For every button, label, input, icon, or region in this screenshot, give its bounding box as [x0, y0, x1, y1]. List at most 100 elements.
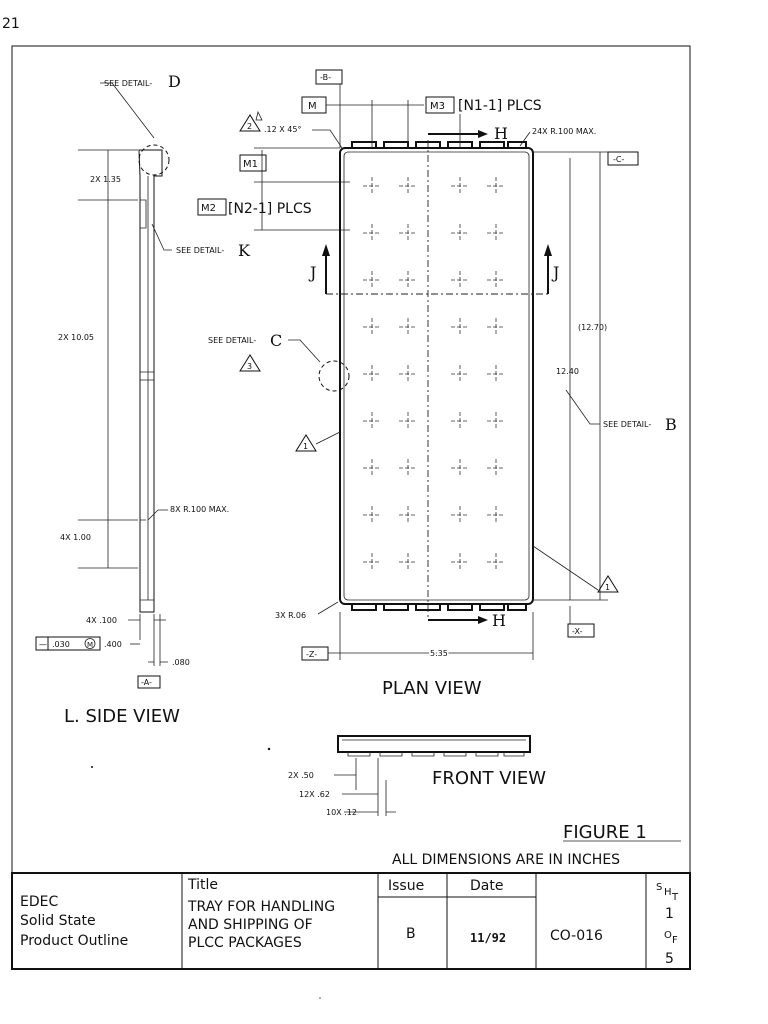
datum-a-box: [137, 675, 161, 689]
see-detail-c-text: SEE DETAIL-: [208, 336, 256, 345]
datum-m: M: [308, 101, 317, 112]
flag-1-left-leader: [315, 431, 341, 445]
front-tray: [337, 735, 531, 753]
detail-c-letter: C: [270, 331, 282, 350]
stray-dot: [91, 766, 93, 768]
m2-plcs: [N2-1] PLCS: [228, 201, 312, 217]
tray-inner-outline: [343, 151, 530, 601]
detail-d-circle: [138, 144, 170, 176]
detail-k-leader: [151, 223, 172, 251]
title-line2: AND SHIPPING OF: [188, 917, 313, 933]
dim-4x-100: 4X 1.00: [60, 533, 91, 542]
datum-a: -A-: [141, 678, 152, 687]
side-view-label: L. SIDE VIEW: [64, 706, 180, 727]
dim-2x-1005: 2X 10.05: [58, 333, 94, 342]
title-block: EDEC Solid State Product Outline Title T…: [11, 872, 691, 970]
dim-1270-lines: [533, 151, 608, 601]
dim-10x-12: 10X .12: [326, 808, 357, 817]
dim-12x-62: 12X .62: [299, 790, 330, 799]
flag-3: 3: [247, 362, 252, 371]
issue-label: Issue: [388, 878, 424, 894]
tol-frame-m-circle: [84, 638, 96, 649]
detail-d-leader: [100, 82, 155, 139]
see-detail-d-text: SEE DETAIL-: [104, 79, 152, 88]
dim-1240: 12.40: [556, 367, 579, 376]
dim-4x-_100: 4X .100: [86, 616, 117, 625]
section-j-arrow-lines: [325, 254, 549, 294]
sheet-s: S: [656, 882, 662, 893]
sheet-f: F: [672, 935, 678, 946]
units-note: ALL DIMENSIONS ARE IN INCHES: [392, 852, 620, 868]
datum-z-box: [301, 646, 329, 661]
flag-2: 2: [247, 122, 252, 131]
org-line2: Solid State: [20, 913, 96, 929]
section-h-top-label: H: [494, 124, 508, 143]
m3-plcs: [N1-1] PLCS: [458, 98, 542, 114]
section-h-top-arrowhead: [478, 130, 488, 138]
corner-radius-leader: [519, 131, 531, 147]
see-detail-k-text: SEE DETAIL-: [176, 246, 224, 255]
corner-mark: 21: [2, 16, 20, 32]
side-radius-leader: [147, 509, 168, 521]
sheet-number: 1: [665, 906, 674, 922]
front-extension-lines: [355, 758, 387, 816]
chamfer-leader: [312, 129, 343, 149]
detail-b-letter: B: [665, 415, 677, 434]
pocket-crosses: [363, 177, 505, 571]
tol-400: .400: [104, 640, 122, 649]
datum-m3-box: [425, 96, 455, 114]
flag-2-triangle-inner: [255, 110, 263, 121]
datum-m3: M3: [430, 101, 445, 112]
front-view-label: FRONT VIEW: [432, 768, 546, 789]
dim-2x-135: 2X 1.35: [90, 175, 121, 184]
datum-m1: M1: [243, 159, 258, 170]
datum-c-box: [607, 151, 639, 166]
section-h-bottom-arrowhead: [478, 616, 488, 624]
flag-1-left: 1: [303, 442, 308, 451]
tol-frame-m: M: [87, 641, 93, 649]
date-label: Date: [470, 878, 503, 894]
plan-view: H H J J -B- M M3 [N1-1] PLCS 2 .12 X 45°…: [197, 69, 677, 699]
title-block-frame: [11, 872, 691, 970]
dim-bottom-lines: [128, 614, 166, 666]
front-view: 2X .50 12X .62 10X .12 FRONT VIEW: [288, 735, 546, 817]
sheet-t: T: [671, 892, 679, 903]
section-j-right-label: J: [551, 263, 559, 282]
dim-080: .080: [172, 658, 190, 667]
m2-lines: [254, 182, 350, 231]
datum-b-box: [315, 69, 343, 85]
datum-m2-box: [197, 198, 227, 216]
front-tray-details: [342, 739, 526, 757]
stray-dot: [267, 747, 271, 751]
tray-outline: [339, 147, 534, 605]
title-line1: TRAY FOR HANDLING: [187, 899, 335, 915]
doc-number: CO-016: [550, 928, 603, 944]
side-view: SEE DETAIL- D SEE DETAIL- K 2X 1.35 2X 1…: [35, 72, 251, 727]
dim-1005-lines: [78, 200, 138, 521]
org-line1: EDEC: [20, 894, 58, 910]
side-profile-details: [140, 176, 154, 601]
flag-1-right-leader: [532, 545, 599, 591]
stray-dot: [319, 997, 321, 999]
issue-value: B: [406, 926, 416, 942]
title-label: Title: [187, 877, 218, 893]
sheet-total: 5: [665, 951, 674, 967]
see-detail-b-text: SEE DETAIL-: [603, 420, 651, 429]
plan-view-label: PLAN VIEW: [382, 678, 482, 699]
sheet-h: H: [664, 887, 672, 898]
section-j-left-arrowhead: [322, 244, 330, 256]
flag-3-triangle: [239, 354, 261, 372]
detail-c-circle: [318, 360, 350, 392]
detail-d-letter: D: [168, 72, 181, 91]
tol-frame-value: .030: [52, 640, 70, 649]
section-j-left-label: J: [308, 263, 316, 282]
corner-radius-note: 24X R.100 MAX.: [532, 127, 596, 136]
corner-3x-note: 3X R.06: [275, 611, 306, 620]
flag-2-triangle: [239, 114, 261, 132]
dim-535: 5.35: [430, 649, 448, 658]
title-block-grid: [181, 873, 647, 969]
m1-lines: [254, 147, 350, 183]
flag-1-right: 1: [605, 583, 610, 592]
datum-b: -B-: [320, 73, 331, 82]
